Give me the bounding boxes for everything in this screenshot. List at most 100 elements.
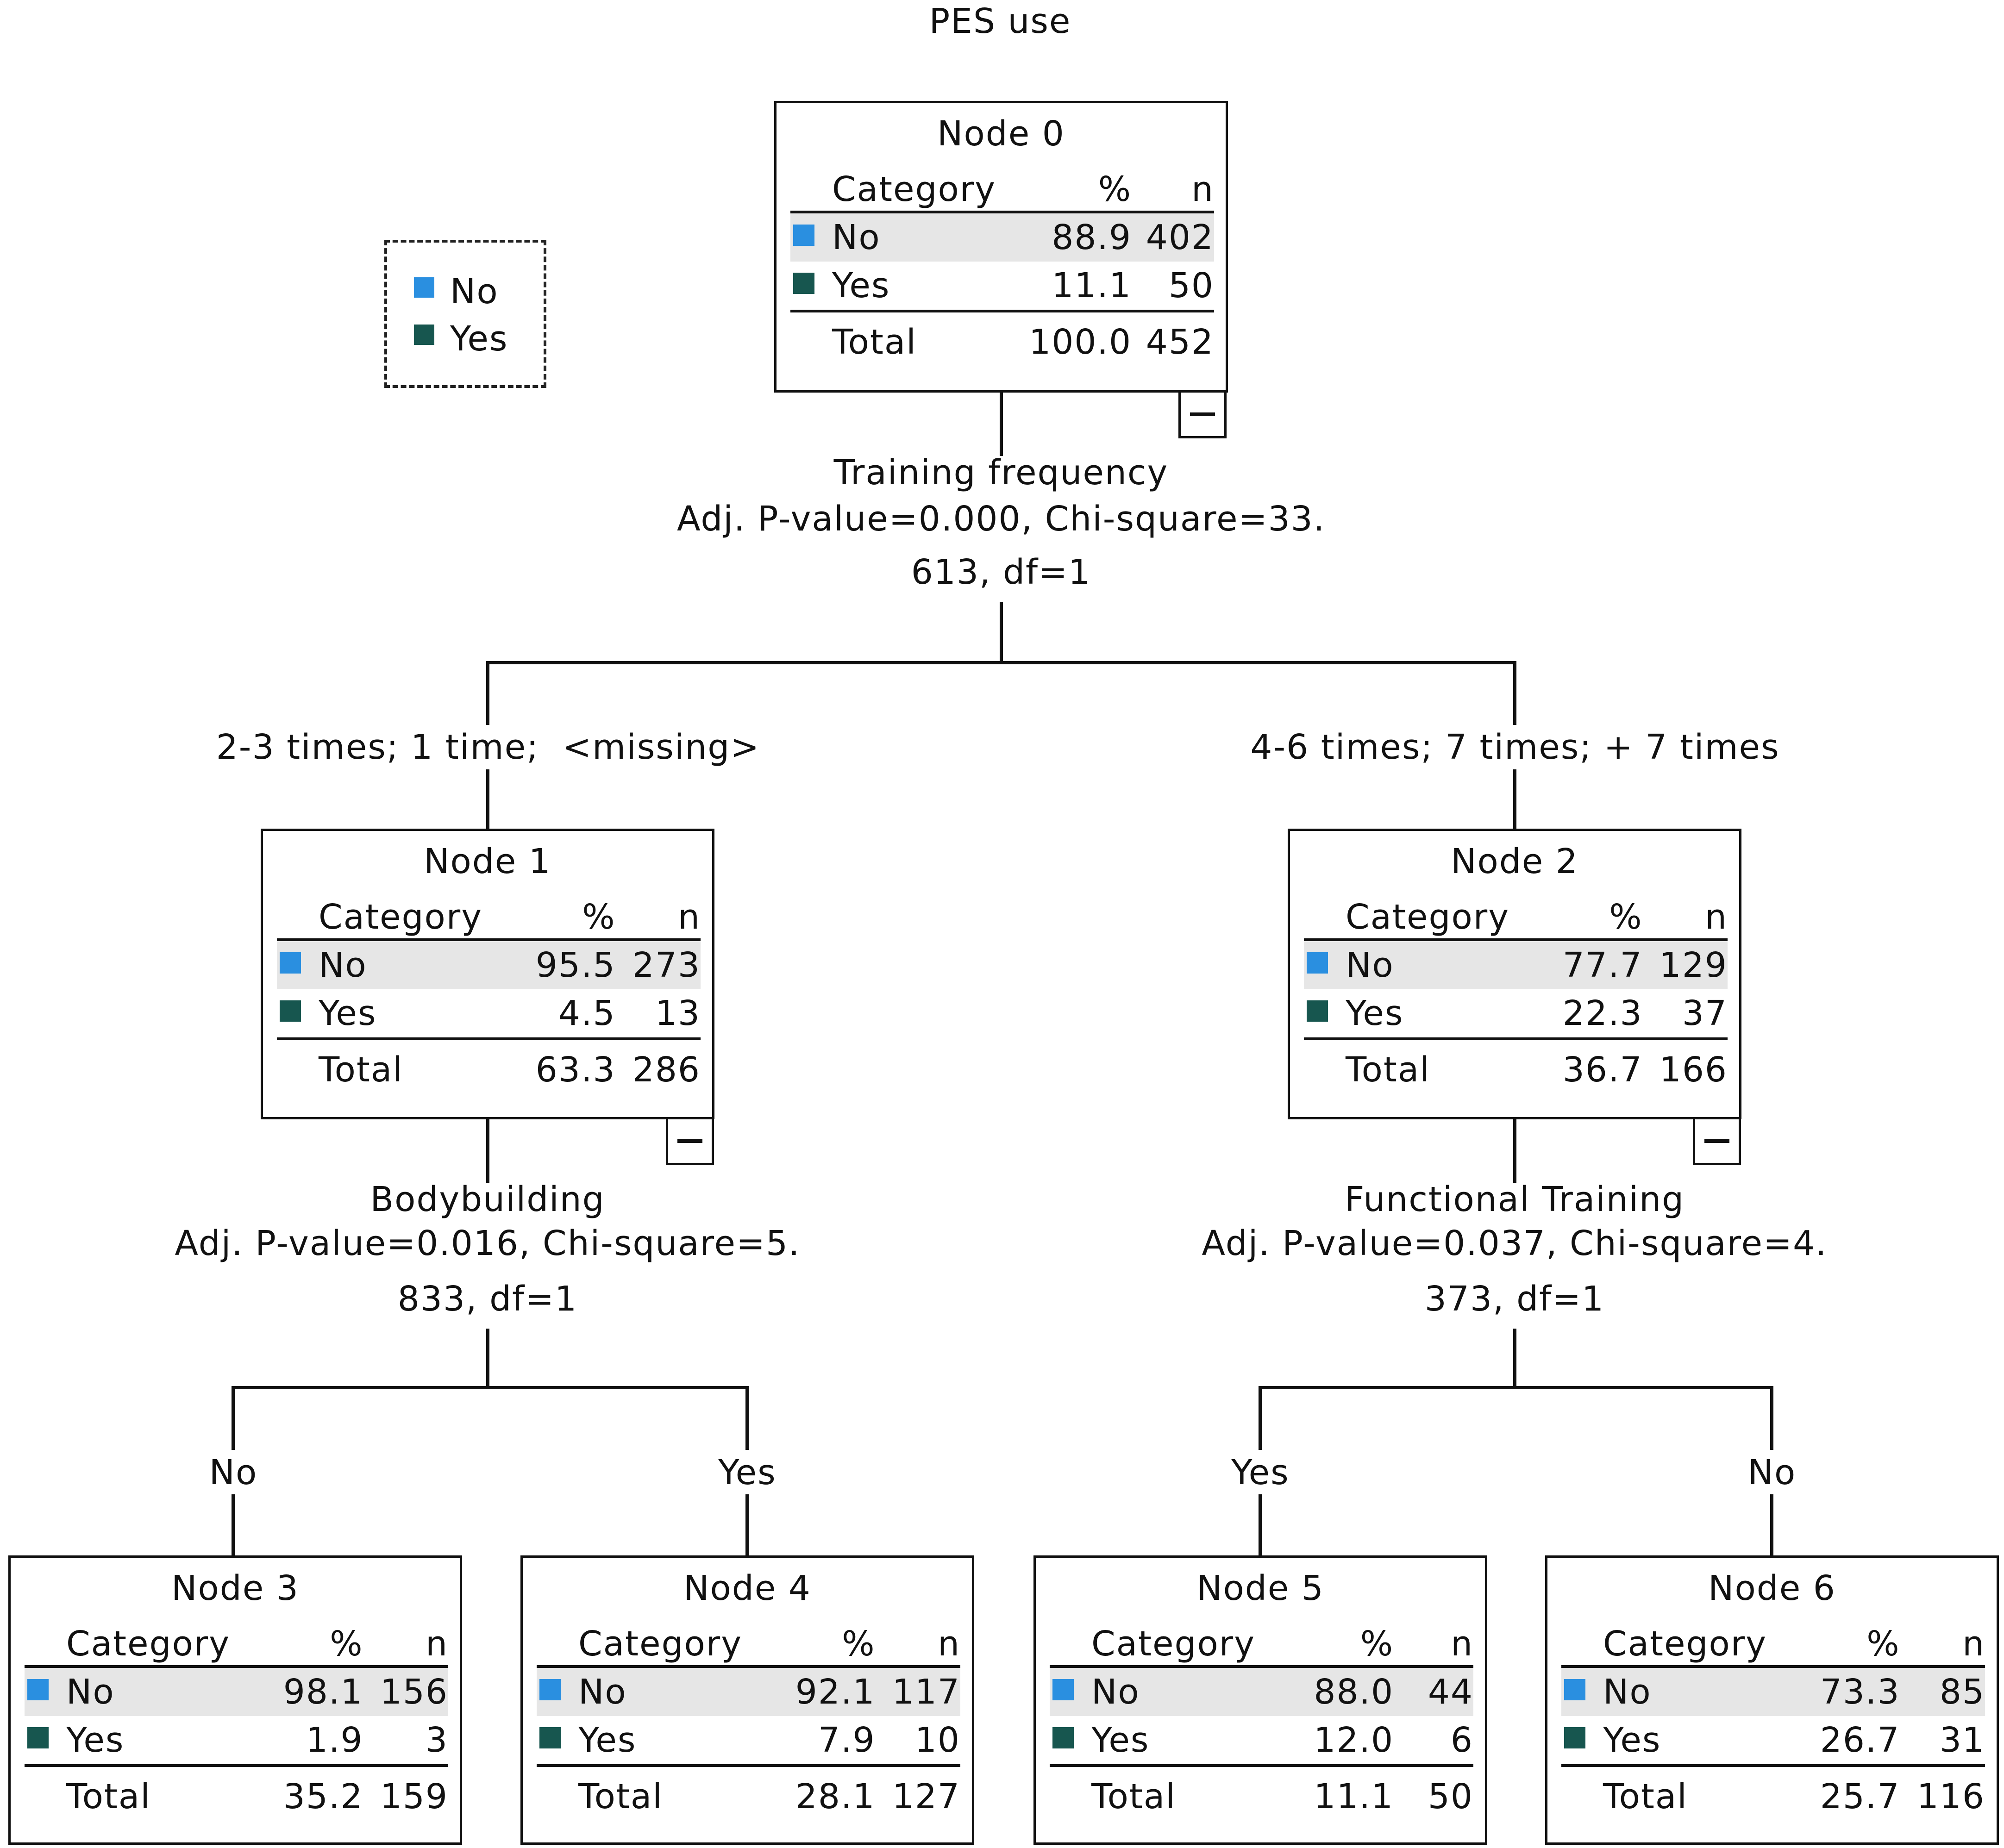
row-count: 10 bbox=[914, 1720, 960, 1760]
node-row-no: No 98.1 156 bbox=[25, 1667, 448, 1716]
row-percent: 77.7 bbox=[1543, 940, 1643, 989]
node-row-no: No 88.9 402 bbox=[790, 212, 1214, 262]
row-count: 50 bbox=[1168, 266, 1214, 306]
node-row-yes: Yes 11.1 50 bbox=[790, 262, 1214, 311]
legend-swatch-no-icon bbox=[414, 277, 434, 298]
node-table: Category % n No 88.0 44 Yes 12.0 6 Total… bbox=[1050, 1610, 1473, 1826]
node-row-no: No 95.5 273 bbox=[277, 940, 701, 989]
total-label: Total bbox=[1561, 1764, 1801, 1826]
row-category: Yes bbox=[1304, 989, 1543, 1039]
collapse-node-0-minus-square-icon[interactable] bbox=[1178, 390, 1227, 438]
total-percent: 100.0 bbox=[1024, 310, 1132, 372]
category-yes-square-icon bbox=[1564, 1727, 1585, 1748]
row-count: 156 bbox=[363, 1667, 448, 1716]
node-table: Category % n No 73.3 85 Yes 26.7 31 Tota… bbox=[1561, 1610, 1985, 1826]
total-count: 159 bbox=[363, 1764, 448, 1826]
split-variable: Training frequency bbox=[833, 453, 1169, 493]
row-percent: 1.9 bbox=[306, 1720, 363, 1760]
edge-node0-drop bbox=[1000, 602, 1003, 663]
legend-item-no: No bbox=[414, 270, 499, 313]
header-n: n bbox=[615, 883, 701, 941]
tree-node-2[interactable]: Node 2 Category % n No 77.7 129 Yes 22.3… bbox=[1288, 829, 1741, 1119]
tree-node-3[interactable]: Node 3 Category % n No 98.1 156 Yes 1.9 … bbox=[8, 1555, 462, 1845]
header-percent: % bbox=[1543, 883, 1643, 941]
tree-node-0[interactable]: Node 0 Category % n No 88.9 402 Yes 11.1… bbox=[774, 101, 1228, 393]
total-count: 116 bbox=[1900, 1764, 1985, 1826]
row-count: 13 bbox=[655, 993, 701, 1033]
row-percent: 98.1 bbox=[263, 1667, 363, 1716]
node-table-header: Category % n bbox=[25, 1610, 448, 1668]
split-variable: Functional Training bbox=[1344, 1180, 1685, 1219]
row-category: No bbox=[25, 1667, 264, 1716]
total-count: 452 bbox=[1132, 310, 1214, 372]
branch-label-node5: Yes bbox=[1231, 1453, 1290, 1492]
edge-node4-up bbox=[745, 1386, 749, 1450]
edge-node2-in bbox=[1513, 769, 1516, 830]
row-category-label: Yes bbox=[1091, 1720, 1150, 1760]
split-stats-line1: Adj. P-value=0.016, Chi-square=5. bbox=[175, 1224, 801, 1263]
row-category-label: Yes bbox=[66, 1720, 125, 1760]
node-row-no: No 77.7 129 bbox=[1304, 940, 1728, 989]
row-category: No bbox=[537, 1667, 776, 1716]
edge-node1-drop bbox=[486, 1329, 489, 1389]
collapse-node-1-minus-square-icon[interactable] bbox=[666, 1117, 714, 1165]
tree-node-4[interactable]: Node 4 Category % n No 92.1 117 Yes 7.9 … bbox=[520, 1555, 974, 1845]
node-row-total: Total 11.1 50 bbox=[1050, 1764, 1473, 1826]
node-title: Node 5 bbox=[1196, 1568, 1324, 1608]
total-label: Total bbox=[790, 310, 1025, 372]
tree-node-5[interactable]: Node 5 Category % n No 88.0 44 Yes 12.0 … bbox=[1033, 1555, 1487, 1845]
row-category: Yes bbox=[1561, 1716, 1801, 1766]
header-n: n bbox=[363, 1610, 448, 1668]
diagram-title: PES use bbox=[929, 1, 1071, 41]
edge-node3-up bbox=[232, 1386, 235, 1450]
header-percent: % bbox=[1800, 1610, 1900, 1668]
total-count: 166 bbox=[1642, 1037, 1728, 1099]
node-row-yes: Yes 12.0 6 bbox=[1050, 1716, 1473, 1766]
collapse-node-2-minus-square-icon[interactable] bbox=[1693, 1117, 1741, 1165]
header-n: n bbox=[1132, 155, 1214, 213]
row-count: 44 bbox=[1394, 1667, 1473, 1716]
node-row-total: Total 35.2 159 bbox=[25, 1764, 448, 1826]
row-count: 6 bbox=[1450, 1720, 1473, 1760]
row-category-label: No bbox=[578, 1672, 627, 1712]
tree-node-1[interactable]: Node 1 Category % n No 95.5 273 Yes 4.5 … bbox=[261, 829, 714, 1119]
node-table: Category % n No 92.1 117 Yes 7.9 10 Tota… bbox=[537, 1610, 960, 1826]
node-title: Node 3 bbox=[171, 1568, 299, 1608]
category-no-square-icon bbox=[539, 1679, 561, 1700]
branch-label-node4: Yes bbox=[718, 1453, 777, 1492]
branch-label-node3: No bbox=[209, 1453, 258, 1492]
node-row-total: Total 25.7 116 bbox=[1561, 1764, 1985, 1826]
row-category-label: No bbox=[1346, 945, 1394, 985]
row-category-label: Yes bbox=[832, 266, 890, 306]
edge-node5-in bbox=[1259, 1494, 1262, 1556]
row-percent: 88.9 bbox=[1024, 212, 1132, 262]
edge-node1-in bbox=[486, 769, 489, 830]
node-title: Node 4 bbox=[683, 1568, 811, 1608]
category-no-square-icon bbox=[793, 225, 814, 246]
row-percent: 11.1 bbox=[1052, 266, 1132, 306]
node-table: Category % n No 95.5 273 Yes 4.5 13 Tota… bbox=[277, 883, 701, 1099]
branch-label-node2: 4-6 times; 7 times; + 7 times bbox=[1250, 727, 1780, 767]
row-percent: 92.1 bbox=[776, 1667, 876, 1716]
legend: No Yes bbox=[384, 240, 546, 388]
total-label: Total bbox=[1050, 1764, 1292, 1826]
node-title: Node 6 bbox=[1708, 1568, 1836, 1608]
row-percent: 4.5 bbox=[558, 993, 616, 1033]
branch-label-node6: No bbox=[1747, 1453, 1797, 1492]
edge-node4-in bbox=[745, 1494, 749, 1556]
node-title: Node 0 bbox=[937, 114, 1065, 154]
total-percent: 35.2 bbox=[263, 1764, 363, 1826]
header-n: n bbox=[875, 1610, 960, 1668]
header-percent: % bbox=[1292, 1610, 1394, 1668]
split-stats-line1: Adj. P-value=0.000, Chi-square=33. bbox=[677, 499, 1326, 539]
edge-level1-bar bbox=[486, 661, 1516, 664]
row-category: No bbox=[1561, 1667, 1801, 1716]
node-table: Category % n No 77.7 129 Yes 22.3 37 Tot… bbox=[1304, 883, 1728, 1099]
category-yes-square-icon bbox=[1052, 1727, 1074, 1748]
legend-item-yes: Yes bbox=[414, 318, 508, 360]
node-row-total: Total 63.3 286 bbox=[277, 1037, 701, 1099]
edge-node1-up bbox=[486, 661, 489, 725]
row-count: 85 bbox=[1900, 1667, 1985, 1716]
tree-node-6[interactable]: Node 6 Category % n No 73.3 85 Yes 26.7 … bbox=[1545, 1555, 1999, 1845]
node-row-yes: Yes 1.9 3 bbox=[25, 1716, 448, 1766]
